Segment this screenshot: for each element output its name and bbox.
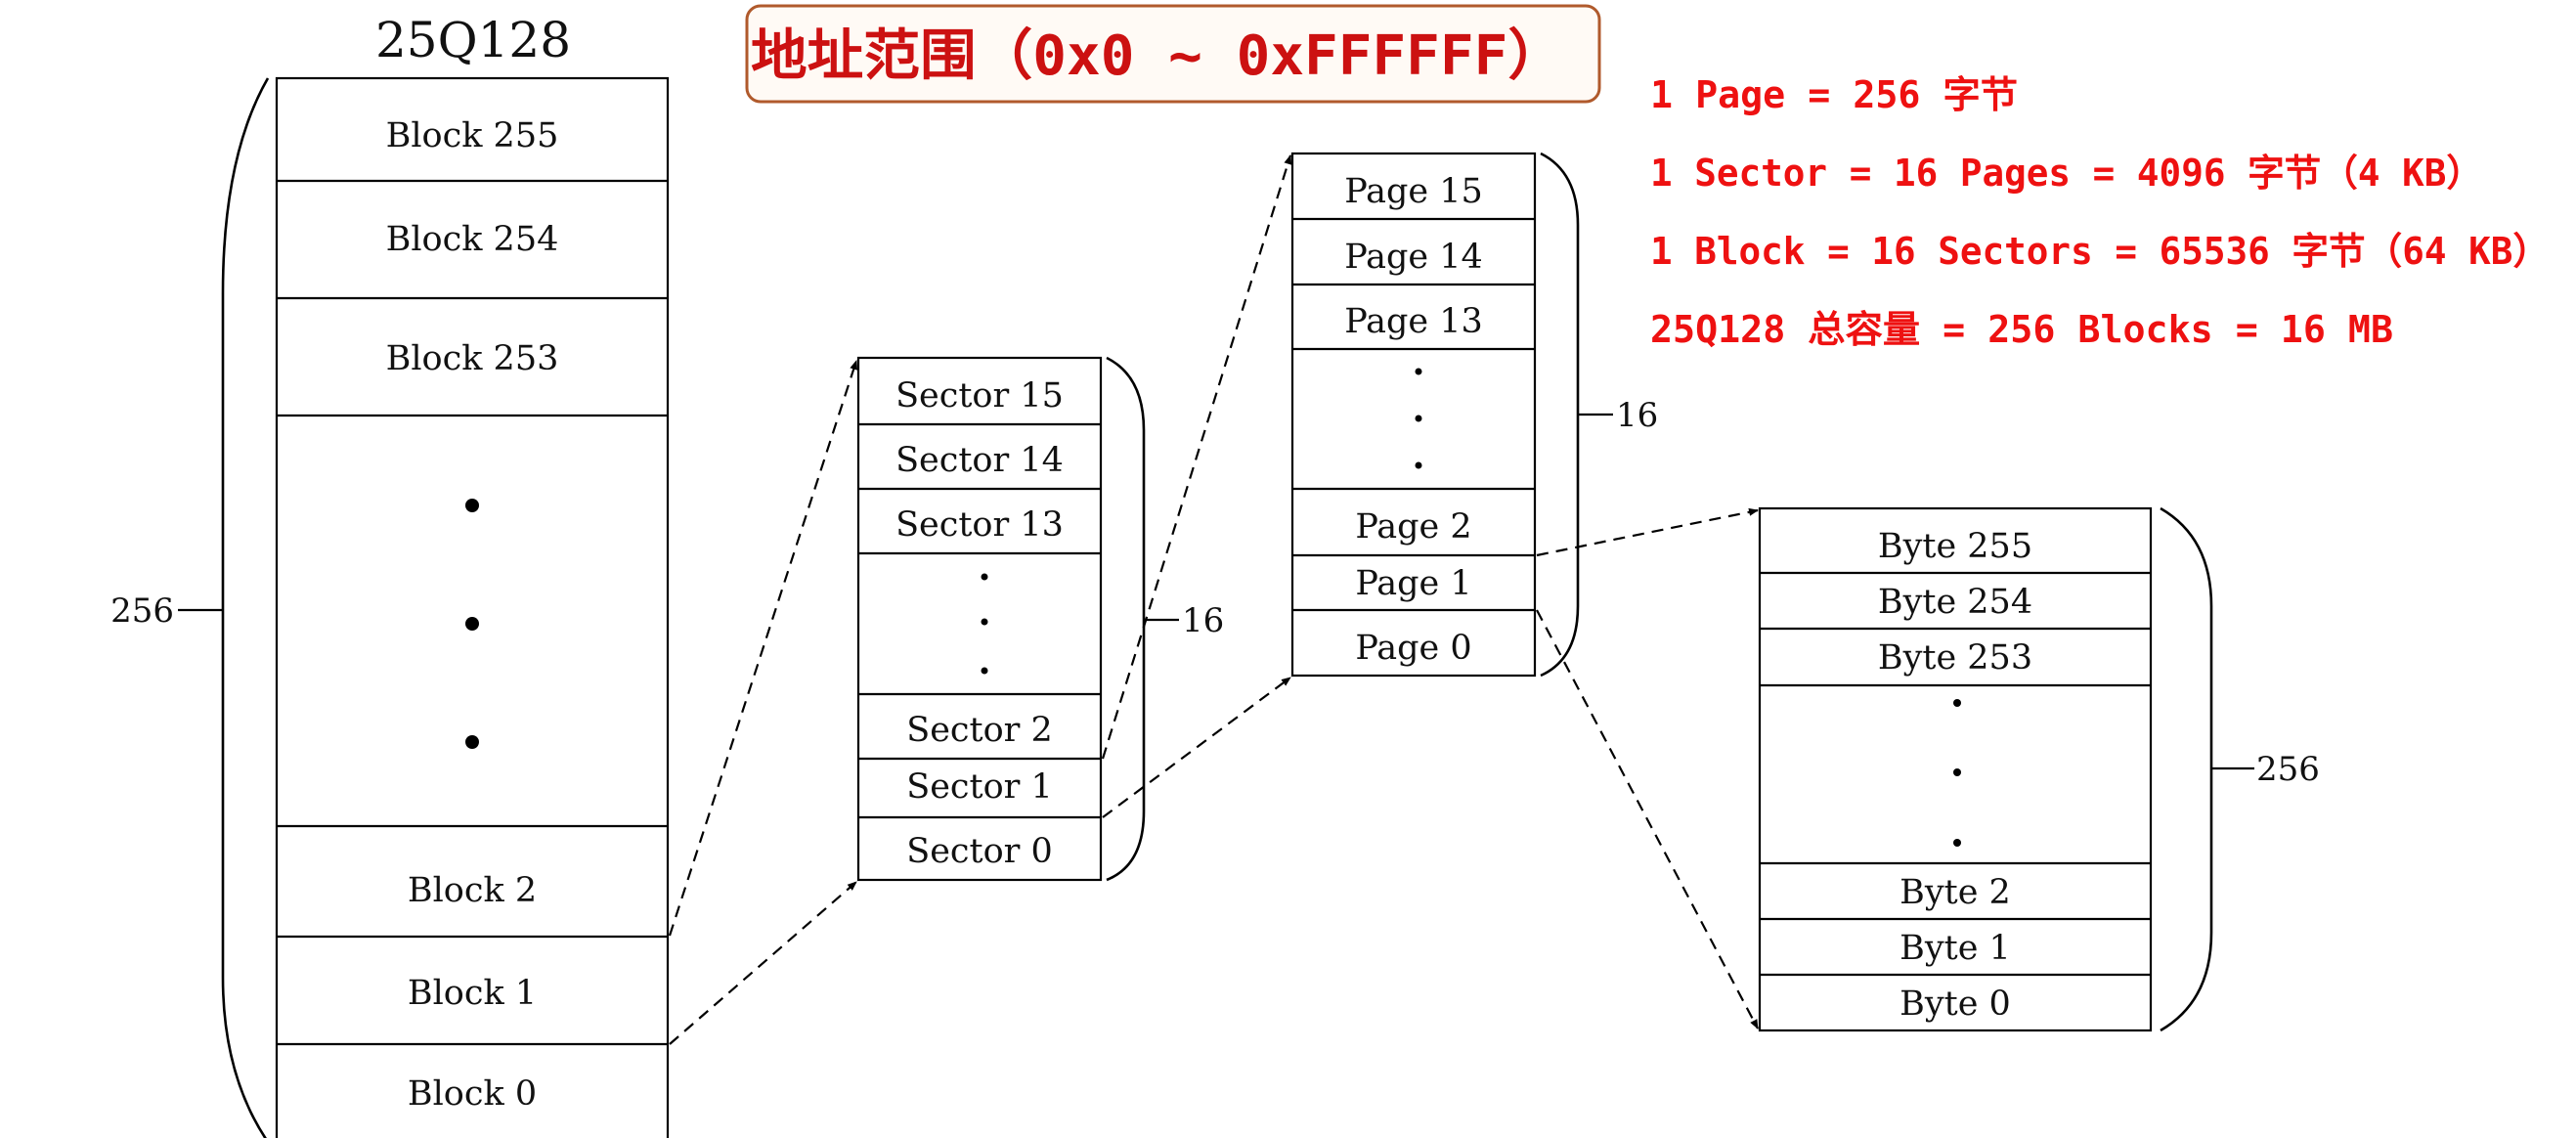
ellipsis-dot <box>1415 461 1422 469</box>
address-range-frame <box>745 4 1601 104</box>
byte-count-label: 256 <box>2256 750 2320 789</box>
block-cell: Block 254 <box>386 220 559 259</box>
ellipsis-dot <box>465 617 479 631</box>
arrow-block1-to-sector0 <box>669 881 857 1045</box>
sector-count-label: 16 <box>1182 601 1224 640</box>
byte-cell: Byte 253 <box>1878 638 2032 678</box>
byte-cell: Byte 1 <box>1899 929 2011 968</box>
byte-cell: Byte 0 <box>1899 985 2011 1024</box>
block-column: Block 255 Block 254 Block 253 Block 2 Bl… <box>110 76 670 1138</box>
page-cell: Page 2 <box>1355 507 1471 547</box>
page-cell: Page 0 <box>1355 629 1471 668</box>
info-line-page: 1 Page = 256 字节 <box>1650 73 2018 116</box>
ellipsis-dot <box>1953 699 1961 707</box>
block-cell: Block 0 <box>408 1074 537 1114</box>
page-column: Page 15 Page 14 Page 13 Page 2 Page 1 Pa… <box>1290 152 1658 678</box>
block-cell: Block 255 <box>386 116 559 155</box>
sector-column: Sector 15 Sector 14 Sector 13 Sector 2 S… <box>856 356 1224 882</box>
sector-cell: Sector 15 <box>895 376 1064 416</box>
ellipsis-dot <box>465 735 479 749</box>
sector-cell: Sector 1 <box>906 767 1053 807</box>
sector-stack <box>856 356 1103 882</box>
arrow-page1-to-byte255 <box>1536 507 1759 557</box>
page-cell: Page 15 <box>1344 172 1483 211</box>
ellipsis-dot <box>981 667 988 675</box>
arrow-sector1-to-page0 <box>1102 677 1291 818</box>
address-range-label: 地址范围（0x0 ~ 0xFFFFFF） <box>751 24 1564 88</box>
ellipsis-dot <box>1953 839 1961 847</box>
page-count-brace <box>1540 152 1580 678</box>
info-panel: 1 Page = 256 字节 1 Sector = 16 Pages = 40… <box>1650 73 2550 351</box>
page-cell: Page 13 <box>1344 302 1483 341</box>
sector-cell: Sector 13 <box>895 505 1064 545</box>
ellipsis-dot <box>981 618 988 626</box>
byte-column: Byte 255 Byte 254 Byte 253 Byte 2 Byte 1… <box>1758 506 2320 1032</box>
block-stack <box>275 76 670 1138</box>
chip-title: 25Q128 <box>375 12 571 68</box>
block-count-brace <box>221 77 270 1138</box>
page-cell: Page 1 <box>1355 564 1471 603</box>
byte-cell: Byte 255 <box>1878 527 2032 566</box>
byte-count-brace <box>2160 506 2213 1032</box>
byte-cell: Byte 2 <box>1899 873 2011 912</box>
arrow-page1-to-byte0 <box>1536 609 1759 1029</box>
page-count-label: 16 <box>1616 396 1658 435</box>
sector-cell: Sector 14 <box>895 441 1064 480</box>
ellipsis-dot <box>465 499 479 512</box>
arrow-sector1-to-page15 <box>1101 154 1292 760</box>
block-cell: Block 1 <box>408 974 537 1013</box>
expansion-arrows <box>668 154 1759 1045</box>
arrow-block1-to-sector15 <box>668 360 858 937</box>
address-range-banner: 地址范围（0x0 ~ 0xFFFFFF） <box>745 4 1601 104</box>
sector-cell: Sector 0 <box>906 832 1053 871</box>
info-line-block: 1 Block = 16 Sectors = 65536 字节（64 KB） <box>1650 230 2550 273</box>
block-cell: Block 2 <box>408 871 537 910</box>
ellipsis-dot <box>981 573 988 581</box>
page-stack <box>1290 152 1537 678</box>
ellipsis-dot <box>1953 768 1961 776</box>
sector-cell: Sector 2 <box>906 711 1053 750</box>
block-count-label: 256 <box>110 591 174 631</box>
ellipsis-dot <box>1415 368 1422 375</box>
info-line-capacity: 25Q128 总容量 = 256 Blocks = 16 MB <box>1650 308 2393 351</box>
block-cell: Block 253 <box>386 339 559 378</box>
page-cell: Page 14 <box>1344 238 1483 277</box>
byte-cell: Byte 254 <box>1878 583 2032 622</box>
info-line-sector: 1 Sector = 16 Pages = 4096 字节（4 KB） <box>1650 152 2483 195</box>
ellipsis-dot <box>1415 415 1422 422</box>
